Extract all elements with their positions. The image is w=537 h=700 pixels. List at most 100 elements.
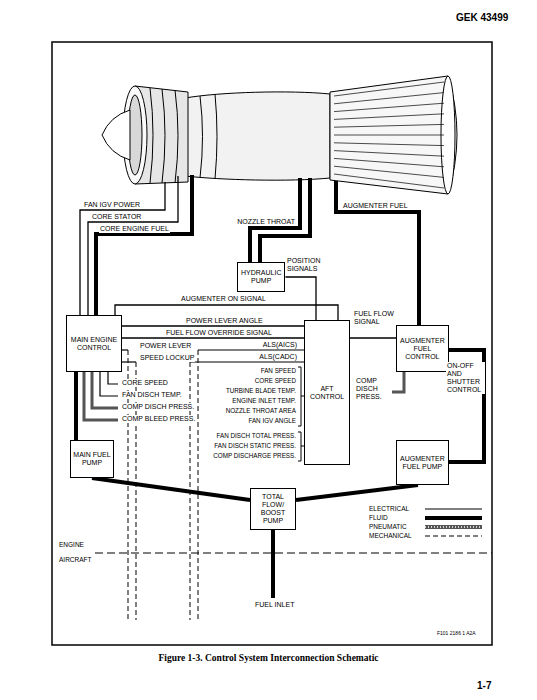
signal-label: 1-7	[476, 680, 492, 691]
pump-box: HYDRAULIC PUMP	[237, 262, 285, 292]
signal-label: FAN IGV POWER	[83, 201, 141, 209]
nozzle-stripe	[334, 103, 444, 111]
signal-wire	[122, 325, 304, 326]
fuel-line	[96, 175, 192, 315]
electrical-wire	[190, 361, 304, 362]
connector	[76, 372, 77, 440]
signal-label: ENGINE INLET TEMP.	[231, 397, 297, 404]
box-label: MAIN ENGINE CONTROL	[69, 336, 119, 352]
box-label: MAIN FUEL PUMP	[73, 451, 111, 467]
signal-label: NOZZLE THROAT	[236, 218, 296, 226]
connector	[122, 338, 304, 339]
signal-label: CORE SPEED	[254, 377, 297, 384]
signal-label: COMP DISCH PRESS.	[121, 403, 195, 411]
nozzle-stripe	[334, 114, 444, 120]
signal-wire	[122, 337, 304, 338]
nozzle-stripe	[334, 124, 444, 127]
legend-sample	[425, 508, 482, 509]
pneumatic-line	[84, 372, 118, 420]
fuel-line	[271, 530, 275, 598]
figure-caption: Figure 1-3. Control System Interconnecti…	[0, 653, 537, 663]
electrical-wire	[122, 361, 136, 362]
box-label: AUGMENTER FUEL PUMP	[399, 455, 446, 471]
nozzle-stripe	[334, 158, 444, 166]
pump-box: MAIN FUEL PUMP	[70, 440, 114, 478]
signal-label: ENGINE	[58, 541, 85, 549]
electrical-wire	[198, 349, 304, 350]
signal-wire	[350, 337, 396, 338]
signal-label: AUGMENTER FUEL	[342, 202, 409, 210]
signal-label: FAN DISCH TEMP.	[121, 391, 183, 399]
fluid-line	[296, 485, 418, 500]
nozzle-stripe	[334, 135, 444, 136]
signal-label: F101 2186 1 A2A	[436, 630, 477, 636]
pneumatic-line	[92, 372, 118, 408]
box-label: AFT CONTROL	[307, 385, 347, 401]
connector	[92, 478, 250, 500]
legend-sample	[425, 525, 482, 529]
control-box: AUGMENTER FUEL CONTROL	[396, 325, 449, 372]
connector-label: FUEL FLOW OVERRIDE SIGNAL	[165, 329, 273, 337]
connector-label: FUEL FLOW SIGNAL	[353, 310, 395, 326]
box-label: TOTAL FLOW/ BOOST PUMP	[253, 493, 293, 525]
nozzle-stripe	[334, 93, 444, 104]
connector	[296, 485, 418, 500]
signal-label: FAN SPEED	[260, 367, 297, 374]
signal-label: FAN DISCH STATIC PRESS.	[213, 442, 297, 449]
fluid-line	[74, 372, 78, 440]
box-label: HYDRAULIC PUMP	[240, 269, 282, 285]
nozzle-stripe	[334, 151, 444, 157]
connector-label: AUGMENTER ON SIGNAL	[180, 295, 267, 303]
pneumatic-line	[392, 372, 404, 392]
legend-sample	[425, 516, 482, 520]
mechanical-link	[198, 350, 199, 620]
nozzle-stripe	[334, 166, 444, 177]
signal-label: SPEED LOCKUP	[139, 354, 195, 362]
signal-label: FUEL INLET	[254, 601, 295, 609]
fuel-line	[336, 181, 419, 325]
sensor-wire	[108, 372, 118, 384]
box-label: AUGMENTER FUEL CONTROL	[399, 337, 446, 361]
electrical-wire	[88, 176, 178, 315]
frame	[52, 42, 492, 645]
signal-label: ALS(AICS)	[262, 341, 298, 349]
signal-label: ALS(CADC)	[258, 353, 298, 361]
connector	[285, 277, 316, 320]
sensor-wire	[100, 372, 118, 396]
connector-label: POSITION SIGNALS	[286, 257, 336, 273]
legend-text: PNEUMATIC	[368, 523, 408, 531]
signal-label: COMP DISCHARGE PRESS.	[212, 452, 297, 459]
legend-sample	[425, 526, 482, 528]
electrical-wire	[80, 182, 165, 315]
legend-text: FLUID	[368, 514, 389, 522]
signal-label: CORE SPEED	[121, 379, 169, 387]
signal-label: POWER LEVER	[139, 342, 192, 350]
control-box: MAIN ENGINE CONTROL	[66, 315, 122, 372]
connector-label: POWER LEVER ANGLE	[185, 317, 264, 325]
pump-box: AUGMENTER FUEL PUMP	[396, 440, 449, 485]
signal-label: COMP BLEED PRESS.	[121, 415, 196, 423]
signal-label: CORE STATOR	[91, 213, 142, 221]
signal-label: FAN IGV ANGLE	[247, 417, 297, 424]
control-box: AFT CONTROL	[304, 320, 350, 465]
nozzle-stripe	[334, 143, 444, 146]
connector	[350, 338, 396, 339]
connector-label: ON-OFF AND SHUTTER CONTROL	[446, 362, 485, 394]
mechanical-link	[136, 362, 137, 620]
nozzle-stripe	[334, 174, 444, 188]
legend-text: MECHANICAL	[368, 532, 413, 540]
legend-sample	[425, 536, 482, 537]
signal-wire	[285, 277, 316, 320]
signal-label: FAN DISCH TOTAL PRESS.	[215, 432, 297, 439]
legend-text: ELECTRICAL	[368, 505, 410, 513]
electrical-wire	[122, 349, 128, 350]
signal-label: AIRCRAFT	[58, 556, 93, 564]
signal-label: NOZZLE THROAT AREA	[225, 407, 297, 414]
signal-label: GEK 43499	[455, 12, 509, 23]
signal-label: TURBINE BLADE TEMP.	[225, 387, 297, 394]
boundary-line	[95, 553, 492, 554]
nozzle-stripe	[334, 82, 444, 96]
signal-label: CORE ENGINE FUEL	[99, 225, 170, 233]
pump-box: TOTAL FLOW/ BOOST PUMP	[250, 488, 296, 530]
engine-illustration	[102, 76, 457, 194]
